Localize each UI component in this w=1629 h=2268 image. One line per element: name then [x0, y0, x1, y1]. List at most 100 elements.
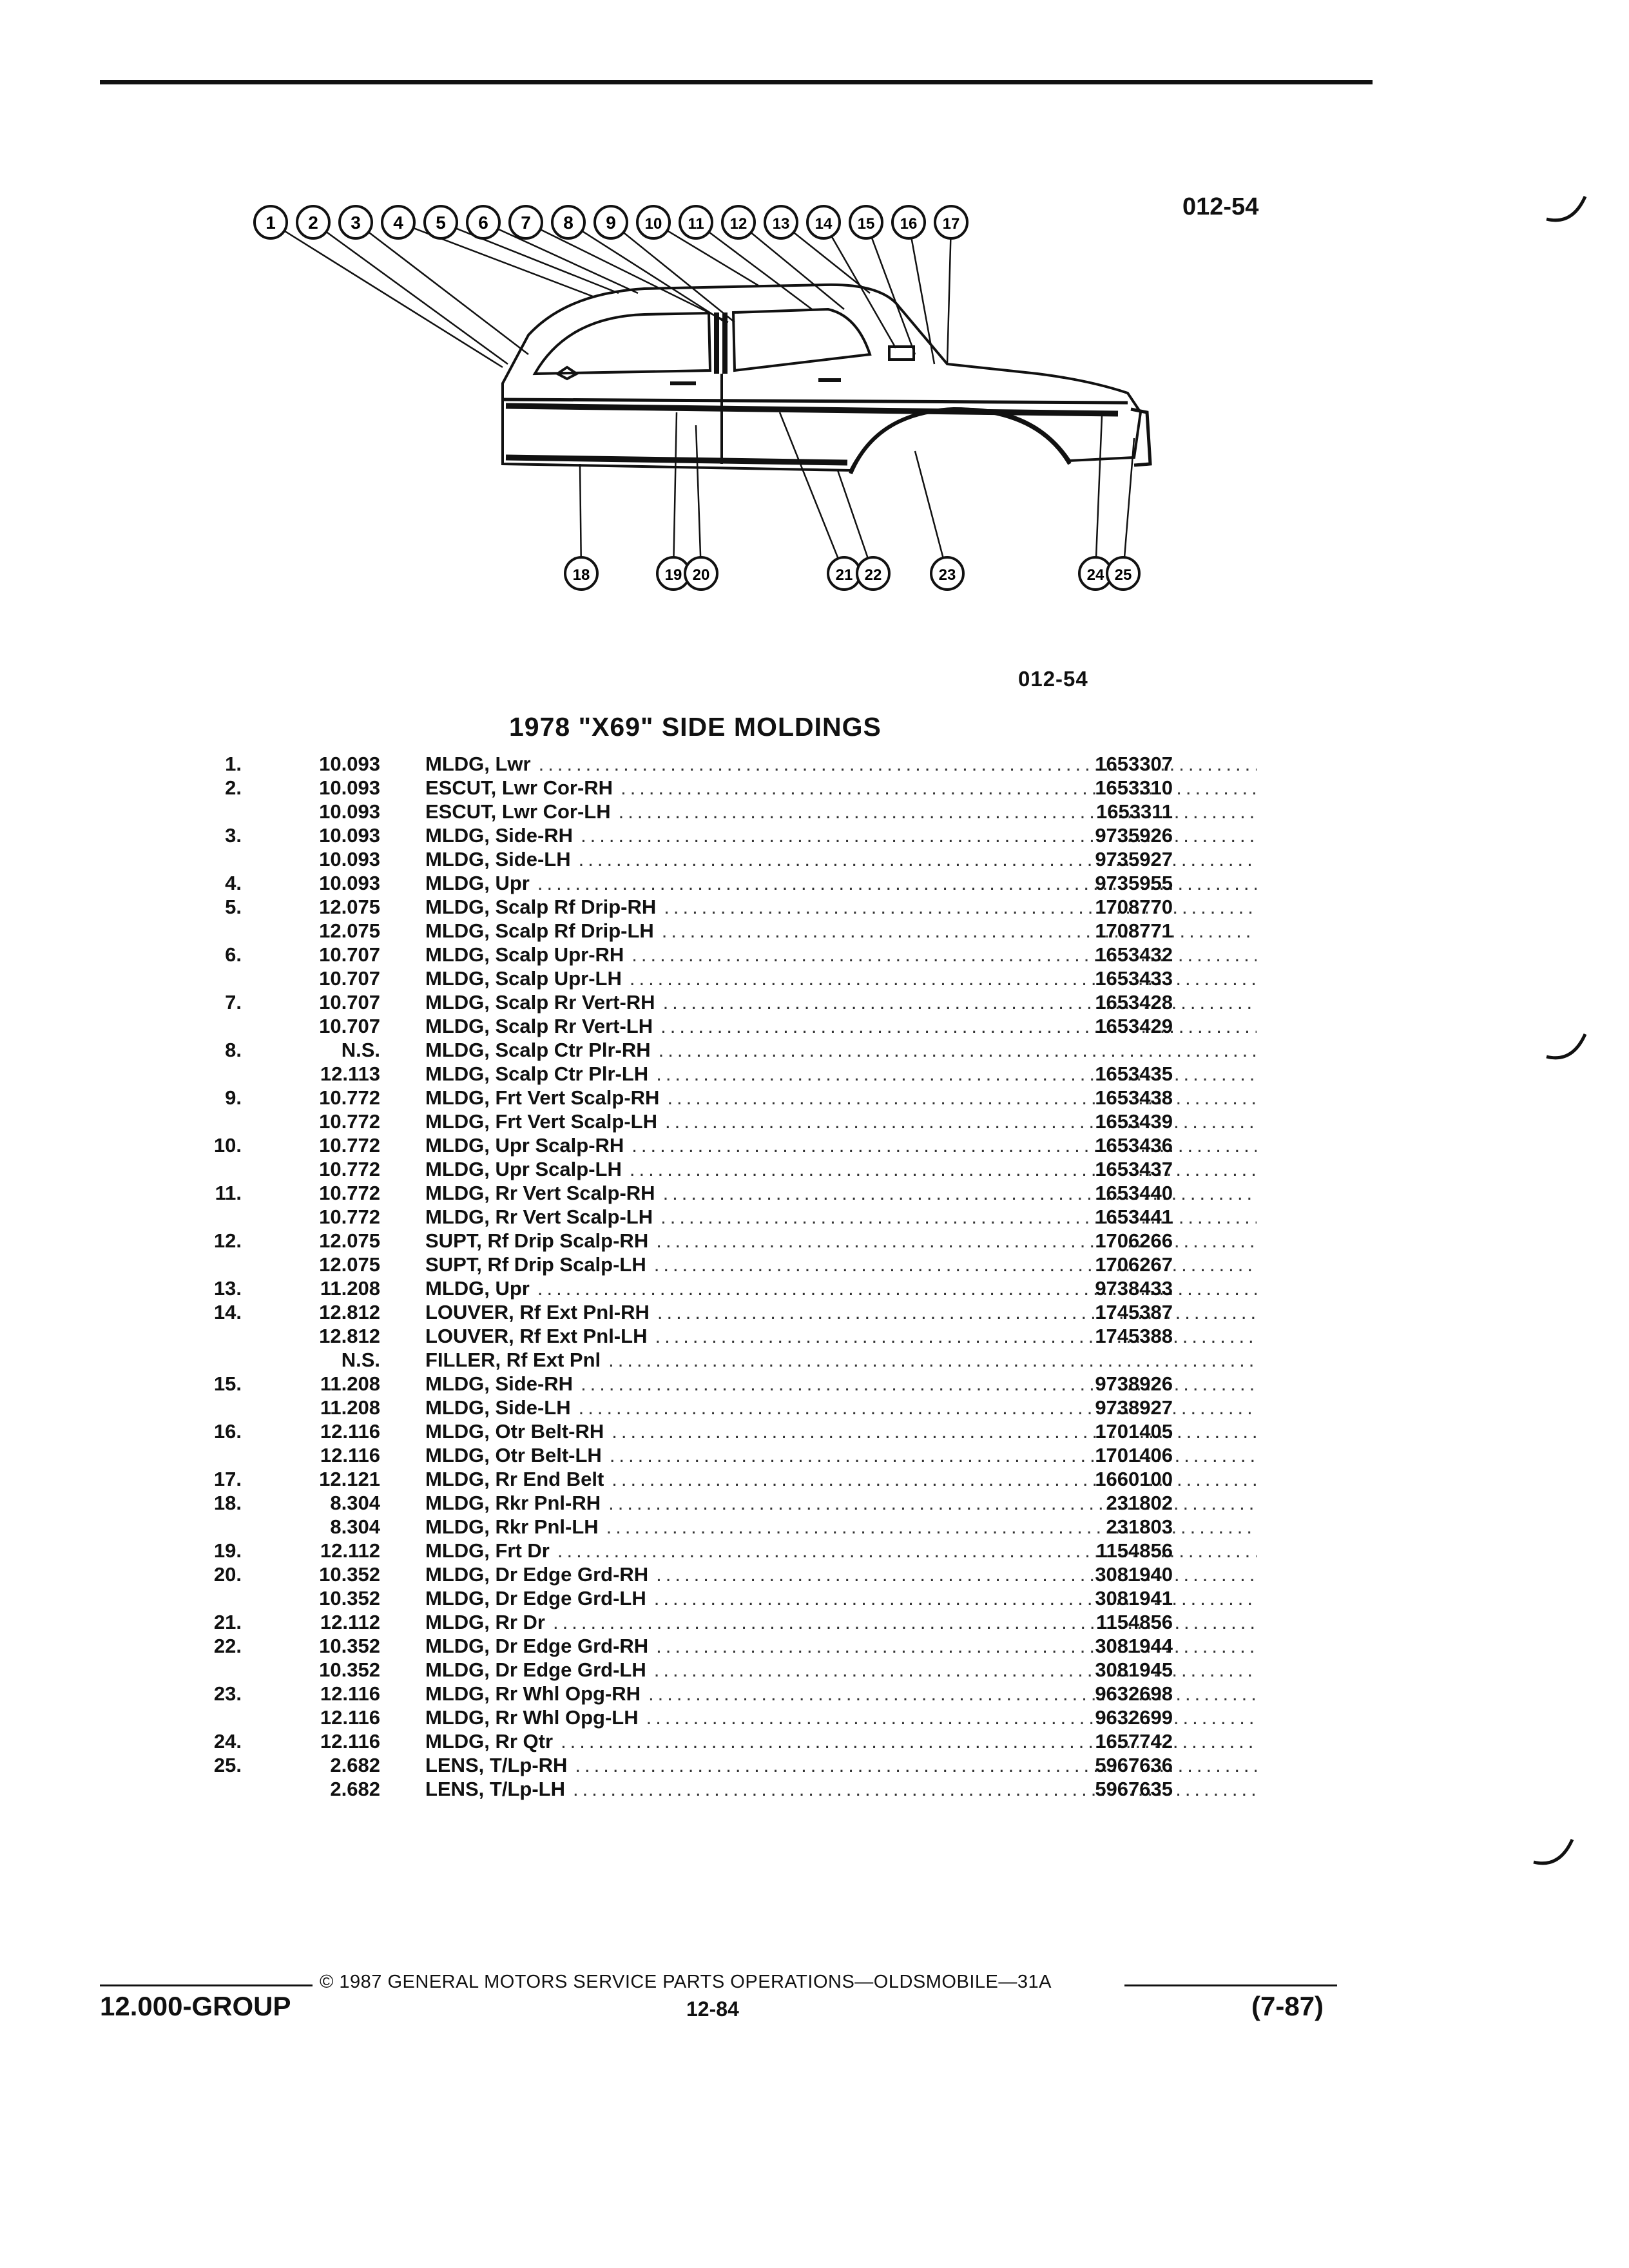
parts-row: 8.N.S.MLDG, Scalp Ctr Plr-RH............… — [193, 1038, 1257, 1062]
item-number: 17. — [213, 1468, 242, 1490]
part-number: 1653436 — [1095, 1134, 1173, 1157]
description-cell: MLDG, Scalp Upr-LH......................… — [425, 966, 1263, 990]
callout-17: 17 — [934, 205, 969, 365]
callout-15: 15 — [849, 205, 916, 355]
part-number: 1660100 — [1095, 1468, 1173, 1490]
item-number: 19. — [213, 1539, 242, 1562]
group-number: 12.116 — [320, 1706, 380, 1729]
callout-19: 19 — [656, 412, 691, 591]
leader-dots: ........................................… — [606, 1515, 1257, 1538]
description-cell: MLDG, Upr Scalp-RH......................… — [425, 1133, 1263, 1157]
part-description: MLDG, Scalp Rr Vert-LH — [425, 1015, 653, 1037]
description-cell: MLDG, Upr...............................… — [425, 871, 1263, 895]
part-description: LENS, T/Lp-LH — [425, 1778, 565, 1800]
group-number: 10.093 — [319, 848, 380, 870]
leader-dots: ........................................… — [658, 1039, 1257, 1061]
callout-label: 17 — [943, 215, 960, 233]
part-description: MLDG, Dr Edge Grd-LH — [425, 1658, 646, 1681]
leader-dots: ........................................… — [557, 1539, 1257, 1562]
group-number: 12.116 — [320, 1682, 380, 1705]
group-number: 10.352 — [319, 1658, 380, 1681]
item-number: 16. — [213, 1420, 242, 1443]
group-number: 11.208 — [320, 1372, 380, 1395]
callout-label: 15 — [858, 215, 875, 233]
leader-dots: ........................................… — [609, 1444, 1257, 1466]
top-rule — [100, 80, 1373, 84]
part-description: MLDG, Upr — [425, 1277, 530, 1300]
callout-14: 14 — [806, 205, 897, 349]
part-description: LOUVER, Rf Ext Pnl-LH — [425, 1325, 648, 1347]
group-number: 12.112 — [320, 1611, 380, 1633]
part-number: 1706266 — [1095, 1229, 1173, 1252]
description-cell: MLDG, Rkr Pnl-LH........................… — [425, 1515, 1263, 1539]
part-description: MLDG, Rkr Pnl-RH — [425, 1492, 601, 1514]
description-cell: ESCUT, Lwr Cor-LH.......................… — [425, 800, 1263, 823]
callout-11: 11 — [679, 205, 813, 310]
part-description: MLDG, Rr Vert Scalp-RH — [425, 1182, 655, 1204]
part-number: 9632698 — [1095, 1682, 1173, 1705]
group-number: 12.812 — [319, 1325, 380, 1347]
part-description: MLDG, Rr Dr — [425, 1611, 545, 1633]
description-cell: MLDG, Scalp Ctr Plr-RH..................… — [425, 1038, 1263, 1062]
description-cell: MLDG, Lwr...............................… — [425, 752, 1263, 776]
description-cell: MLDG, Scalp Ctr Plr-LH..................… — [425, 1062, 1263, 1086]
leader-dots: ........................................… — [648, 1682, 1257, 1705]
leader-dots: ........................................… — [660, 1015, 1257, 1037]
group-number: 10.093 — [319, 872, 380, 894]
leader-dots: ........................................… — [662, 1182, 1257, 1204]
group-number: 12.075 — [319, 919, 380, 942]
leader-dots: ........................................… — [667, 1086, 1257, 1109]
callout-label: 16 — [900, 215, 918, 233]
group-number: 10.772 — [319, 1158, 380, 1180]
description-cell: MLDG, Scalp Rf Drip-RH..................… — [425, 895, 1263, 919]
part-description: MLDG, Rr Whl Opg-RH — [425, 1682, 641, 1705]
part-description: FILLER, Rf Ext Pnl — [425, 1349, 601, 1371]
part-description: MLDG, Scalp Rr Vert-RH — [425, 991, 655, 1014]
footer-rule-left — [100, 1984, 313, 1986]
description-cell: LENS, T/Lp-LH...........................… — [425, 1777, 1263, 1801]
part-number: 1745388 — [1095, 1325, 1173, 1347]
callout-8: 8 — [551, 205, 726, 323]
leader-dots: ........................................… — [631, 1134, 1257, 1157]
item-number: 3. — [225, 824, 242, 847]
footer-group: 12.000-GROUP — [100, 1991, 291, 2021]
part-description: SUPT, Rf Drip Scalp-RH — [425, 1229, 649, 1252]
item-number: 9. — [225, 1086, 242, 1109]
leader-dots: ........................................… — [561, 1730, 1257, 1753]
group-number: 10.772 — [319, 1110, 380, 1133]
callout-4: 4 — [381, 205, 593, 298]
description-cell: MLDG, Scalp Rr Vert-RH..................… — [425, 990, 1263, 1014]
description-cell: LOUVER, Rf Ext Pnl-LH...................… — [425, 1324, 1263, 1348]
leader-dots: ........................................… — [653, 1253, 1257, 1276]
part-description: MLDG, Frt Dr — [425, 1539, 550, 1562]
part-number: 5967635 — [1095, 1778, 1173, 1800]
item-number: 12. — [213, 1229, 242, 1252]
callout-label: 1 — [265, 213, 276, 233]
group-number: 10.352 — [319, 1635, 380, 1657]
leader-dots: ........................................… — [631, 943, 1257, 966]
group-number: 12.112 — [320, 1539, 380, 1562]
group-number: 2.682 — [330, 1754, 380, 1776]
description-cell: MLDG, Scalp Upr-RH......................… — [425, 943, 1263, 966]
car-body — [501, 283, 1152, 475]
part-number: 1653307 — [1095, 753, 1173, 775]
part-number: 1745387 — [1095, 1301, 1173, 1323]
group-number: 12.121 — [319, 1468, 380, 1490]
description-cell: MLDG, Side-RH...........................… — [425, 823, 1263, 847]
part-number: 9735955 — [1095, 872, 1173, 894]
part-number: 1653437 — [1095, 1158, 1173, 1180]
group-number: 12.116 — [320, 1730, 380, 1753]
group-number: 10.707 — [319, 1015, 380, 1037]
